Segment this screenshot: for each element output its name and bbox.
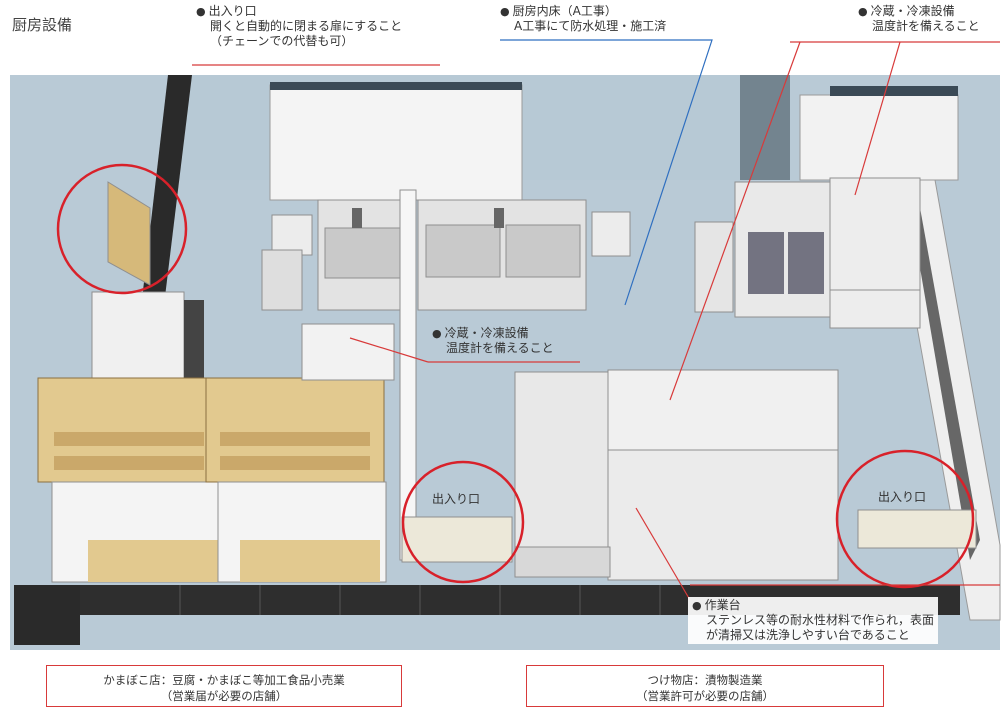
callout-fridge-center-head: 冷蔵・冷凍設備 bbox=[444, 326, 529, 340]
callout-entrance-line-2: （チェーンでの代替も可） bbox=[210, 34, 354, 48]
trash-bin bbox=[694, 221, 734, 313]
callout-worktable: ●作業台 ステンレス等の耐水性材料で作られ，表面 が清掃又は洗浄しやすい台である… bbox=[688, 597, 939, 644]
small-counter bbox=[301, 323, 395, 381]
callout-worktable-line-1: ステンレス等の耐水性材料で作られ，表面 bbox=[706, 613, 935, 627]
shop-box-kamaboko-line-1: かまぼこ店：豆腐・かまぼこ等加工食品小売業 bbox=[103, 673, 345, 687]
right-back-wall bbox=[740, 75, 790, 180]
callout-floor: ●厨房内床（A工事） A工事にて防水処理・施工済 bbox=[500, 4, 667, 33]
left-cabinet bbox=[91, 291, 204, 393]
entrance-door-right bbox=[857, 509, 977, 549]
callout-fridge-center-line-1: 温度計を備えること bbox=[446, 341, 554, 355]
shop-box-kamaboko-line-2: （営業届が必要の店舗） bbox=[160, 689, 288, 703]
shop-box-tsukemono: つけ物店：漬物製造業 （営業許可が必要の店舗） bbox=[526, 665, 884, 707]
entrance-door-center bbox=[401, 516, 513, 563]
door-label-right: 出入り口 bbox=[878, 490, 927, 504]
leader-fridge-right-diag bbox=[669, 41, 801, 401]
leader-fridge-center-diag bbox=[349, 337, 429, 363]
hand-sink-right bbox=[591, 211, 631, 257]
callout-fridge-right-head: 冷蔵・冷凍設備 bbox=[870, 4, 955, 18]
sink-unit-right bbox=[417, 199, 587, 311]
display-counter-left bbox=[37, 377, 227, 583]
callout-fridge-right-line-1: 温度計を備えること bbox=[872, 19, 980, 33]
leader-fridge-right-arrow bbox=[854, 41, 901, 196]
worktable bbox=[514, 369, 839, 581]
highlight-circle-entrance-center bbox=[401, 460, 525, 584]
callout-fridge-center: ●冷蔵・冷凍設備 温度計を備えること bbox=[432, 326, 554, 355]
center-partition bbox=[399, 189, 417, 561]
display-counter-right bbox=[205, 377, 387, 583]
right-partition-wall bbox=[799, 94, 959, 181]
leader-worktable-diag bbox=[635, 507, 691, 601]
right-partition-top bbox=[830, 86, 958, 96]
entrance-door-left bbox=[107, 181, 151, 286]
shop-box-kamaboko: かまぼこ店：豆腐・かまぼこ等加工食品小売業 （営業届が必要の店舗） bbox=[46, 665, 402, 707]
refrigerator-glass bbox=[734, 181, 836, 318]
callout-floor-line-1: A工事にて防水処理・施工済 bbox=[514, 19, 667, 33]
callout-entrance: ●出入り口 開くと自動的に閉まる扉にすること （チェーンでの代替も可） bbox=[196, 4, 403, 48]
hand-sink-left bbox=[261, 214, 313, 311]
door-label-center: 出入り口 bbox=[432, 492, 481, 506]
right-wall-dark bbox=[905, 180, 980, 560]
leader-floor bbox=[500, 39, 713, 306]
highlight-circle-entrance-left bbox=[56, 163, 188, 295]
callout-worktable-line-2: が清掃又は洗浄しやすい台であること bbox=[706, 628, 910, 642]
callout-floor-head: 厨房内床（A工事） bbox=[512, 4, 617, 18]
callout-fridge-right: ●冷蔵・冷凍設備 温度計を備えること bbox=[858, 4, 980, 33]
callout-entrance-head: 出入り口 bbox=[208, 4, 257, 18]
floor-black-block bbox=[14, 585, 80, 645]
shop-box-tsukemono-line-1: つけ物店：漬物製造業 bbox=[647, 673, 763, 687]
sink-unit-left bbox=[317, 199, 411, 311]
highlight-circle-entrance-right bbox=[835, 449, 975, 589]
refrigerator-tall bbox=[829, 177, 921, 329]
callout-worktable-head: 作業台 bbox=[704, 598, 741, 612]
page-title: 厨房設備 bbox=[12, 16, 73, 34]
callout-entrance-line-1: 開くと自動的に閉まる扉にすること bbox=[210, 19, 403, 33]
shop-box-tsukemono-line-2: （営業許可が必要の店舗） bbox=[636, 689, 774, 703]
back-wall-top bbox=[270, 82, 522, 90]
